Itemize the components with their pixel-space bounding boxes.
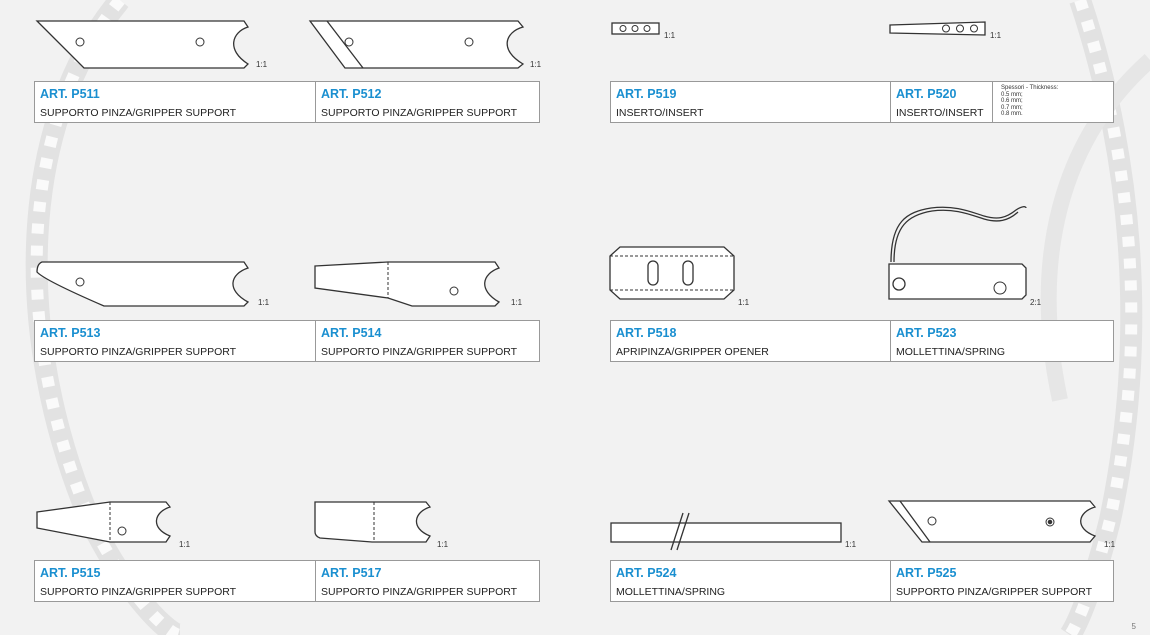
article-code: ART. P515	[40, 566, 101, 580]
p511-scale: 1:1	[256, 60, 268, 69]
article-description: SUPPORTO PINZA/GRIPPER SUPPORT	[321, 346, 518, 358]
product-cell-p519: ART. P519 INSERTO/INSERT	[611, 82, 890, 122]
p518-drawing	[609, 246, 735, 300]
p514-drawing	[314, 261, 501, 307]
article-description: SUPPORTO PINZA/GRIPPER SUPPORT	[40, 107, 237, 119]
p515-drawing	[36, 501, 172, 543]
p523-drawing	[888, 206, 1027, 300]
p520-drawing	[889, 21, 986, 36]
product-box-p519-p520: ART. P519 INSERTO/INSERT ART. P520 INSER…	[610, 81, 1114, 123]
p515-scale: 1:1	[179, 540, 191, 549]
thickness-value: 0.5 mm;	[1001, 91, 1023, 98]
p523-scale: 2:1	[1030, 298, 1042, 307]
product-box-p515-p517: ART. P515 SUPPORTO PINZA/GRIPPER SUPPORT…	[34, 560, 540, 602]
thickness-cell: Spessori - Thickness: 0.5 mm; 0.6 mm; 0.…	[992, 82, 1113, 122]
thickness-value: 0.8 mm.	[1001, 111, 1023, 118]
p517-drawing	[314, 501, 432, 543]
article-description: APRIPINZA/GRIPPER OPENER	[616, 346, 769, 358]
page-number: 5	[1131, 622, 1136, 631]
product-cell-p523: ART. P523 MOLLETTINA/SPRING	[890, 321, 1113, 361]
p519-drawing	[611, 22, 660, 35]
product-cell-p525: ART. P525 SUPPORTO PINZA/GRIPPER SUPPORT	[890, 561, 1113, 601]
product-box-p524-p525: ART. P524 MOLLETTINA/SPRING ART. P525 SU…	[610, 560, 1114, 602]
article-description: MOLLETTINA/SPRING	[616, 586, 726, 598]
p525-scale: 1:1	[1104, 540, 1116, 549]
article-code: ART. P517	[321, 566, 382, 580]
thickness-value: 0.7 mm;	[1001, 104, 1023, 111]
thickness-value: 0.6 mm;	[1001, 98, 1023, 105]
p512-drawing	[308, 20, 525, 69]
article-description: MOLLETTINA/SPRING	[896, 346, 1006, 358]
article-code: ART. P514	[321, 326, 382, 340]
article-description: SUPPORTO PINZA/GRIPPER SUPPORT	[40, 346, 237, 358]
product-cell-p511: ART. P511 SUPPORTO PINZA/GRIPPER SUPPORT	[35, 82, 315, 122]
p512-scale: 1:1	[530, 60, 542, 69]
thickness-list: Spessori - Thickness: 0.5 mm; 0.6 mm; 0.…	[1001, 85, 1058, 118]
article-code: ART. P518	[616, 326, 677, 340]
p518-scale: 1:1	[738, 298, 750, 307]
product-box-p518-p523: ART. P518 APRIPINZA/GRIPPER OPENER ART. …	[610, 320, 1114, 362]
article-code: ART. P520	[896, 87, 957, 101]
product-cell-p517: ART. P517 SUPPORTO PINZA/GRIPPER SUPPORT	[315, 561, 539, 601]
p524-drawing	[610, 512, 842, 551]
p514-scale: 1:1	[511, 298, 523, 307]
product-cell-p524: ART. P524 MOLLETTINA/SPRING	[611, 561, 890, 601]
p520-scale: 1:1	[990, 31, 1002, 40]
thickness-title: Spessori - Thickness:	[1001, 85, 1059, 91]
p513-drawing	[36, 261, 250, 307]
p524-scale: 1:1	[845, 540, 857, 549]
product-cell-p512: ART. P512 SUPPORTO PINZA/GRIPPER SUPPORT	[315, 82, 539, 122]
product-box-p513-p514: ART. P513 SUPPORTO PINZA/GRIPPER SUPPORT…	[34, 320, 540, 362]
product-box-p511-p512: ART. P511 SUPPORTO PINZA/GRIPPER SUPPORT…	[34, 81, 540, 123]
article-code: ART. P524	[616, 566, 677, 580]
product-cell-p513: ART. P513 SUPPORTO PINZA/GRIPPER SUPPORT	[35, 321, 315, 361]
p519-scale: 1:1	[664, 31, 676, 40]
article-description: SUPPORTO PINZA/GRIPPER SUPPORT	[321, 586, 518, 598]
product-cell-p514: ART. P514 SUPPORTO PINZA/GRIPPER SUPPORT	[315, 321, 539, 361]
article-description: SUPPORTO PINZA/GRIPPER SUPPORT	[40, 586, 237, 598]
article-code: ART. P511	[40, 87, 100, 101]
article-code: ART. P512	[321, 87, 382, 101]
article-description: INSERTO/INSERT	[616, 107, 704, 119]
product-cell-p520: ART. P520 INSERTO/INSERT	[890, 82, 992, 122]
article-code: ART. P513	[40, 326, 101, 340]
article-code: ART. P525	[896, 566, 957, 580]
article-code: ART. P523	[896, 326, 957, 340]
product-cell-p515: ART. P515 SUPPORTO PINZA/GRIPPER SUPPORT	[35, 561, 315, 601]
article-description: INSERTO/INSERT	[896, 107, 984, 119]
article-description: SUPPORTO PINZA/GRIPPER SUPPORT	[896, 586, 1093, 598]
p511-drawing	[35, 20, 250, 69]
article-description: SUPPORTO PINZA/GRIPPER SUPPORT	[321, 107, 518, 119]
product-cell-p518: ART. P518 APRIPINZA/GRIPPER OPENER	[611, 321, 890, 361]
p513-scale: 1:1	[258, 298, 270, 307]
article-code: ART. P519	[616, 87, 677, 101]
p517-scale: 1:1	[437, 540, 449, 549]
p525-drawing	[887, 500, 1097, 543]
